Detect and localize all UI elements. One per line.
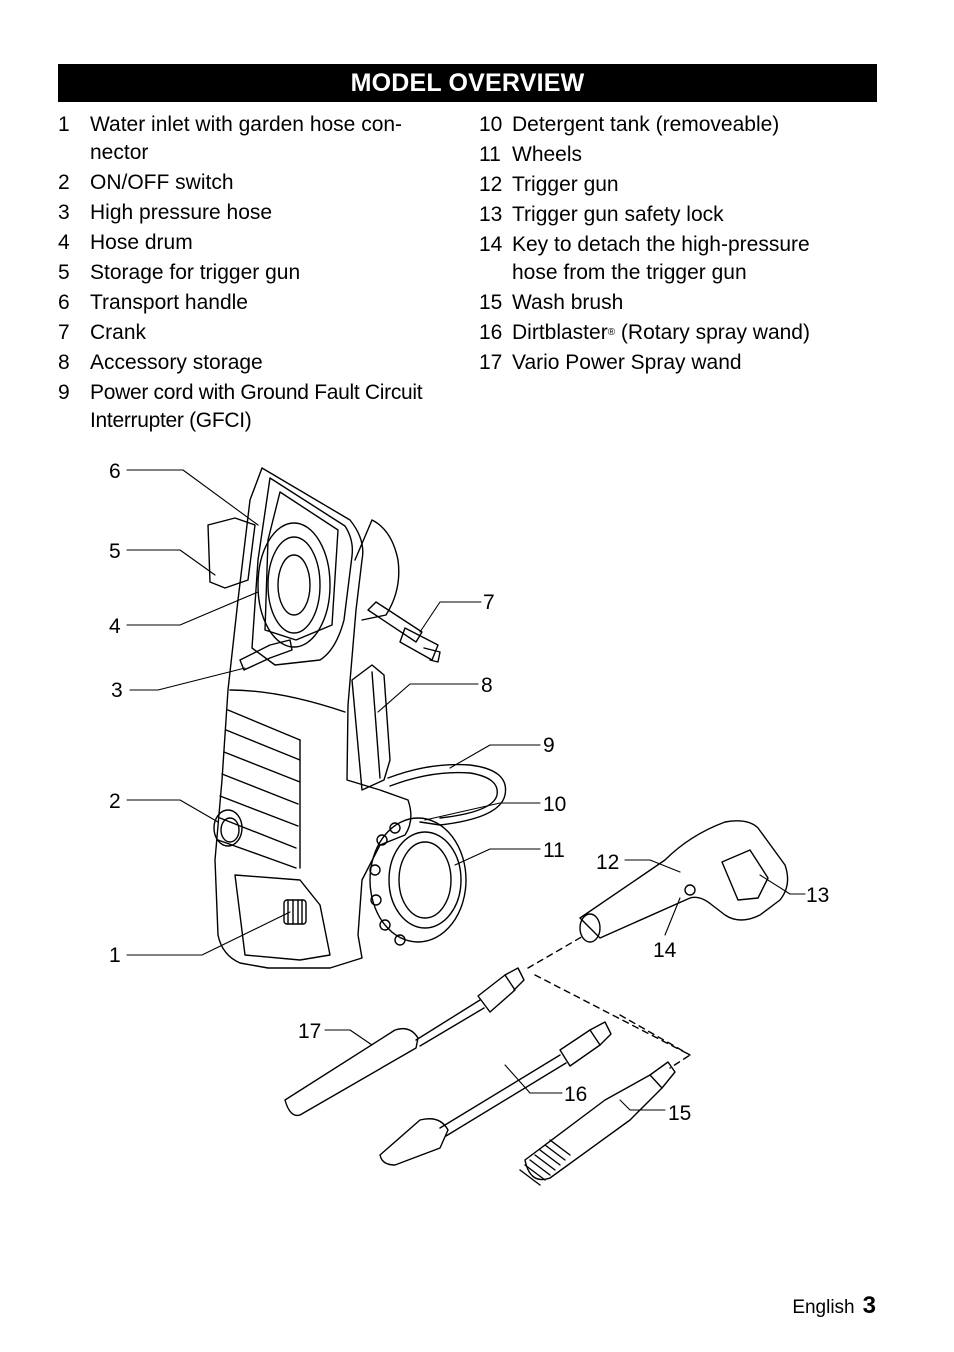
item-number: 15 [479,291,503,314]
list-item: 13 Trigger gun safety lock [479,201,879,229]
parts-list-left: 1 Water inlet with garden hose con-necto… [58,111,458,437]
item-number: 10 [479,113,503,136]
item-number: 13 [479,203,503,226]
item-text: Transport handle [90,291,248,314]
item-text: Wash brush [512,291,624,314]
list-item: 2 ON/OFF switch [58,169,458,197]
item-number: 5 [58,261,70,284]
section-title-bar: MODEL OVERVIEW [58,64,877,102]
item-number: 4 [58,231,70,254]
trigger-gun [579,820,789,943]
list-item: 10 Detergent tank (removeable) [479,111,879,139]
list-item: 1 Water inlet with garden hose con-necto… [58,111,458,167]
callout-10: 10 [543,793,566,816]
callout-13: 13 [806,884,829,907]
callout-2: 2 [109,790,121,813]
item-text: Detergent tank (removeable) [512,113,780,136]
callout-14: 14 [653,939,677,962]
callout-4: 4 [109,615,121,638]
parts-list-right: 10 Detergent tank (removeable) 11 Wheels… [479,111,879,379]
callout-leaders [126,469,806,1111]
page-footer: English 3 [792,1292,876,1320]
callout-15: 15 [668,1102,691,1125]
item-number: 16 [479,321,503,344]
item-number: 9 [58,381,70,404]
accessory-storage [351,664,391,791]
callout-17: 17 [298,1020,321,1043]
item-text: Wheels [512,143,583,166]
callout-6: 6 [109,460,121,483]
list-item: 4 Hose drum [58,229,458,257]
list-item: 3 High pressure hose [58,199,458,227]
item-number: 14 [479,233,503,256]
list-item: 7 Crank [58,319,458,347]
list-item: 5 Storage for trigger gun [58,259,458,287]
callout-5: 5 [109,540,121,563]
callout-12: 12 [596,851,619,874]
water-inlet [283,899,307,925]
item-number: 3 [58,201,70,224]
item-text: Dirtblaster® (Rotary spray wand) [512,321,810,344]
callout-7: 7 [483,591,495,614]
item-number: 6 [58,291,70,314]
list-item: 16 Dirtblaster® (Rotary spray wand) [479,319,879,347]
hose-drum [257,522,331,648]
list-item: 15 Wash brush [479,289,879,317]
list-item: 6 Transport handle [58,289,458,317]
trigger-gun-storage [207,517,256,589]
hose-connector [239,639,293,671]
item-number: 7 [58,321,70,344]
crank [367,601,441,663]
footer-language: English [792,1297,855,1318]
item-text: Crank [90,321,147,344]
wash-brush [519,1061,676,1186]
assembly-guide-lines [527,934,691,1069]
item-text: Trigger gun [512,173,619,196]
item-text: High pressure hose [90,201,273,224]
callout-16: 16 [564,1083,587,1106]
list-item: 12 Trigger gun [479,171,879,199]
vario-power-wand [284,967,525,1117]
wheel [369,817,467,946]
dirtblaster-wand [379,1021,612,1166]
item-text: Vario Power Spray wand [512,351,742,374]
list-item: 11 Wheels [479,141,879,169]
callout-1: 1 [109,944,121,967]
item-number: 8 [58,351,70,374]
section-title: MODEL OVERVIEW [350,68,585,97]
item-text: Water inlet with garden hose con-nector [90,113,403,164]
callout-8: 8 [481,674,493,697]
callout-9: 9 [543,734,555,757]
item-text: ON/OFF switch [90,171,234,194]
list-item: 17 Vario Power Spray wand [479,349,879,377]
item-number: 17 [479,351,503,374]
item-text: Accessory storage [90,351,263,374]
page-number: 3 [862,1292,876,1319]
callout-3: 3 [111,679,123,702]
item-text: Trigger gun safety lock [512,203,724,226]
item-number: 2 [58,171,70,194]
item-text: Storage for trigger gun [90,261,301,284]
item-number: 12 [479,173,503,196]
power-cord [387,763,507,826]
washer-body [214,467,412,969]
callout-11: 11 [543,839,565,862]
item-text: Hose drum [90,231,193,254]
item-number: 11 [479,143,501,166]
item-number: 1 [58,113,70,136]
on-off-switch [213,809,243,847]
list-item: 8 Accessory storage [58,349,458,377]
